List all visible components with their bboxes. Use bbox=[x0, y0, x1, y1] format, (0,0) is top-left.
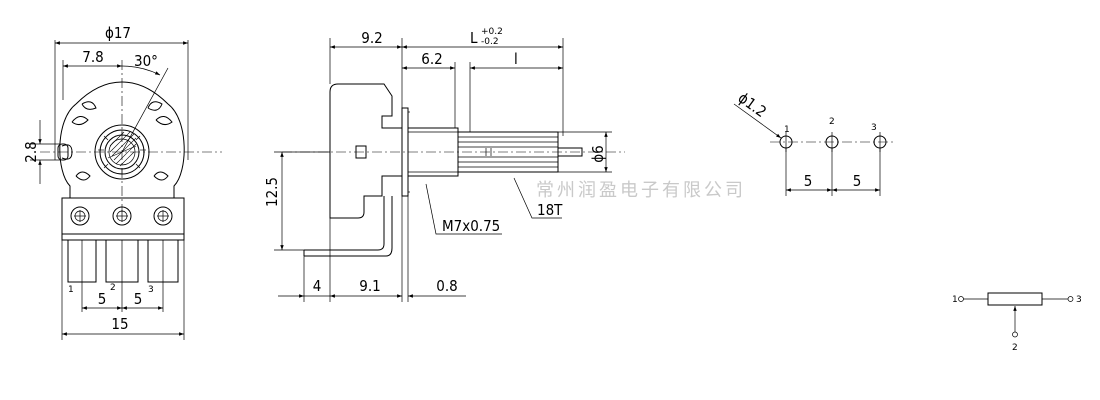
knurl-leader bbox=[513, 177, 562, 219]
schematic-p2-label: 2 bbox=[1012, 343, 1018, 353]
housing-outline bbox=[59, 81, 185, 198]
side-terminal-edge bbox=[304, 196, 393, 257]
front-pin2-label: 2 bbox=[110, 283, 116, 293]
side-window bbox=[355, 145, 367, 159]
plate-label: 0.8 bbox=[436, 277, 457, 295]
pcb-pitch-a-label: 5 bbox=[804, 172, 813, 190]
body-len-label: 9.2 bbox=[361, 29, 382, 47]
pcb-pitch-b-label: 5 bbox=[853, 172, 862, 190]
angle-ray bbox=[121, 67, 169, 153]
dia-label: ϕ17 bbox=[105, 24, 131, 42]
front-pin1-label: 1 bbox=[68, 285, 74, 295]
pitch-left-label: 5 bbox=[98, 290, 107, 308]
hole-dia-label: ϕ1.2 bbox=[735, 89, 770, 121]
total-tol-plus: +0.2 bbox=[481, 27, 503, 37]
schematic-term-2 bbox=[1012, 331, 1018, 338]
pcb-p1-label: 1 bbox=[784, 125, 790, 135]
body-h-label: 12.5 bbox=[263, 177, 281, 207]
side-view: 9.2 L +0.2 -0.2 6.2 l ϕ6 12.5 M7x0.75 18… bbox=[263, 27, 625, 302]
side-terminal bbox=[304, 196, 385, 251]
thread-leader bbox=[425, 183, 502, 235]
resistor-body bbox=[987, 292, 1043, 306]
total-len-label: L bbox=[470, 29, 478, 47]
shaft-dia-label: ϕ6 bbox=[589, 145, 607, 162]
terminal-plate bbox=[61, 197, 185, 241]
bushing-len-label: 6.2 bbox=[421, 50, 442, 68]
terminal-rivets bbox=[70, 206, 173, 226]
height-label: 2.8 bbox=[22, 141, 40, 162]
pcb-layout: 1 2 3 ϕ1.2 5 5 bbox=[733, 89, 894, 196]
total-tol-minus: -0.2 bbox=[481, 37, 499, 47]
width-label: 15 bbox=[111, 315, 128, 333]
knurl-lines bbox=[458, 136, 558, 168]
hole-dia-leader bbox=[733, 103, 782, 139]
bushing-ring bbox=[94, 124, 150, 180]
pcb-p2-label: 2 bbox=[829, 117, 835, 127]
pcb-p3-label: 3 bbox=[871, 123, 877, 133]
schematic-term-3 bbox=[1067, 296, 1074, 302]
front-pin3-label: 3 bbox=[148, 285, 154, 295]
shaft-inner-ring bbox=[108, 138, 136, 166]
pitch-right-label: 5 bbox=[134, 290, 143, 308]
schematic-p3-label: 3 bbox=[1076, 295, 1082, 305]
terminal-pins bbox=[67, 240, 179, 283]
locating-tab bbox=[57, 143, 69, 161]
front-view: ϕ17 7.8 30° 2.8 1 2 3 5 5 15 bbox=[22, 24, 222, 340]
side-housing bbox=[329, 83, 403, 219]
schematic-term-1 bbox=[958, 296, 964, 302]
pin-dist-label: 9.1 bbox=[359, 277, 380, 295]
knurl-label: 18T bbox=[537, 201, 563, 219]
schematic-symbol: 1 3 2 bbox=[952, 292, 1082, 353]
offset-label: 7.8 bbox=[82, 48, 103, 66]
thread-label: M7x0.75 bbox=[442, 217, 500, 235]
angle-arc bbox=[121, 65, 161, 76]
knurl-teeth bbox=[98, 130, 146, 174]
housing-notches bbox=[61, 101, 173, 181]
angle-label: 30° bbox=[134, 52, 158, 70]
foot-label: 4 bbox=[313, 277, 322, 295]
shaft-slot bbox=[557, 147, 583, 157]
company-watermark: 常州润盈电子有限公司 bbox=[536, 180, 746, 201]
shaft-len-label: l bbox=[514, 50, 518, 68]
schematic-p1-label: 1 bbox=[952, 295, 958, 305]
